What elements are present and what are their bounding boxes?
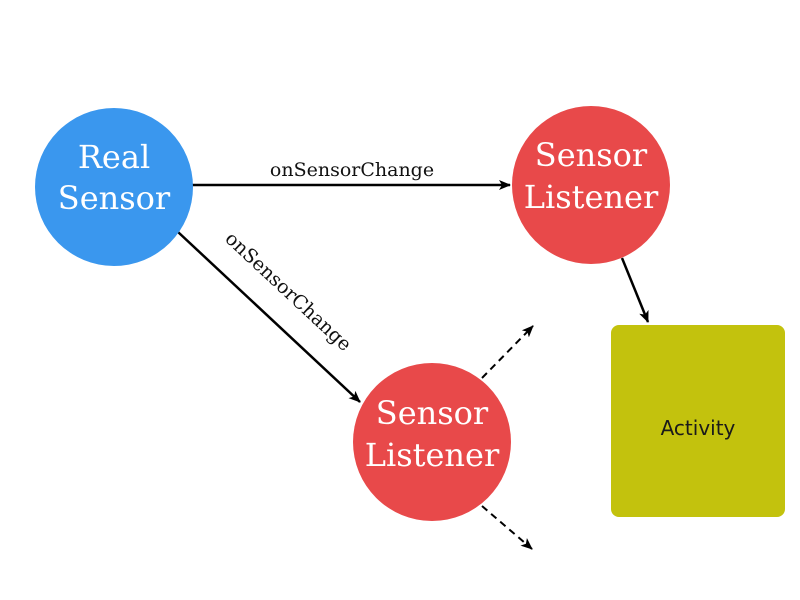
sensor-listener-top-node: Sensor Listener — [512, 106, 670, 264]
sensor-listener-bottom-circle — [353, 363, 511, 521]
activity-node: Activity — [611, 325, 785, 517]
edge-real-to-bottom-listener — [177, 231, 361, 403]
sensor-listener-bottom-label-line1: Sensor — [376, 394, 489, 432]
edge-top-listener-to-activity — [620, 257, 650, 323]
real-sensor-label-line2: Sensor — [58, 179, 171, 217]
edge-label-top: onSensorChange — [270, 159, 434, 181]
sensor-listener-top-label-line2: Listener — [524, 178, 659, 216]
real-sensor-circle — [35, 108, 193, 266]
dashed-edge-down — [481, 505, 533, 550]
dashed-edge-up — [481, 325, 534, 379]
real-sensor-node: Real Sensor — [35, 108, 193, 266]
sensor-listener-top-label-line1: Sensor — [535, 136, 648, 174]
real-sensor-label-line1: Real — [78, 138, 150, 176]
activity-box — [611, 325, 785, 517]
sensor-listener-bottom-node: Sensor Listener — [353, 363, 511, 521]
activity-label: Activity — [661, 416, 736, 440]
sensor-listener-bottom-label-line2: Listener — [365, 436, 500, 474]
sensor-listener-top-circle — [512, 106, 670, 264]
